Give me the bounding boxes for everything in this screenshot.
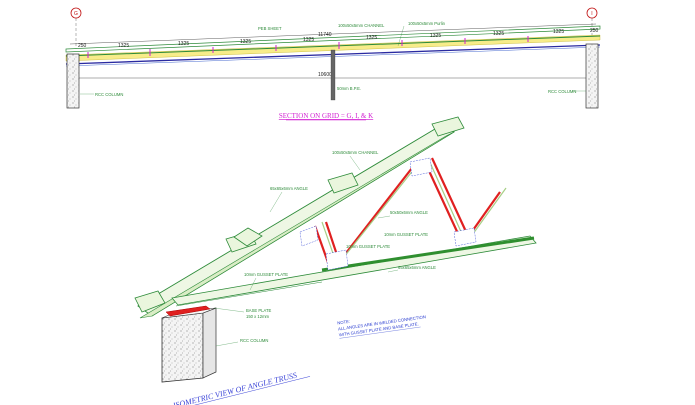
panel-ticks: [87, 36, 529, 58]
right-column: [585, 43, 599, 109]
label-purlin: 100x50x5mm Purlin: [408, 21, 446, 26]
iso-bottom-chord-green: [321, 236, 535, 272]
iso-base-plate: [165, 305, 211, 317]
label-iso-angle-bottom: 65x65x6mm ANGLE: [398, 265, 436, 270]
label-iso-gusset-3: 10mm GUSSET PLATE: [244, 272, 288, 277]
isometric-view: 100x50x5mm CHANNEL 65x65x6mm ANGLE 50x50…: [134, 116, 537, 405]
dim-panel-5: 1325: [366, 35, 377, 41]
grid-label-right: I: [591, 11, 592, 17]
label-top-channel: 100x50x5mm CHANNEL: [338, 23, 385, 28]
label-iso-base-plate-2: 150 x 12mm: [246, 314, 270, 319]
label-right-column: RCC COLUMN: [548, 89, 576, 94]
section-view: G I 250 1325 1325 1325 1325: [65, 7, 601, 121]
dim-span-total: 11740: [318, 32, 332, 38]
iso-column-face: [161, 312, 204, 383]
grid-marker-left: G: [70, 7, 82, 50]
iso-top-chord: [137, 125, 455, 317]
iso-note: NOTE: ALL ANGLES ARE IN WELDED CONNECTIO…: [337, 314, 426, 339]
dim-panel-3: 1325: [240, 39, 251, 45]
iso-gusset-plates: [299, 157, 477, 271]
label-left-column: RCC COLUMN: [95, 92, 123, 97]
label-iso-angle-top: 65x65x6mm ANGLE: [270, 186, 308, 191]
label-iso-gusset-2: 10mm GUSSET PLATE: [346, 244, 390, 249]
left-column: [66, 53, 80, 109]
label-peb-sheet: PEB SHEET: [258, 26, 282, 31]
label-iso-channel: 100x50x5mm CHANNEL: [332, 150, 379, 155]
dim-panel-6: 1325: [430, 33, 441, 39]
iso-column-side: [202, 307, 217, 379]
note-line-1: NOTE:: [337, 319, 350, 326]
iso-purlins: [134, 116, 465, 313]
label-iso-angle-mid: 50x50x6mm ANGLE: [390, 210, 428, 215]
dim-panel-4: 1325: [303, 37, 314, 43]
dim-panel-2: 1325: [178, 41, 189, 47]
dim-bottom-span: 10600: [318, 72, 332, 78]
dim-panel-8: 1325: [553, 29, 564, 35]
label-center-post: 50mm B.P.E.: [337, 86, 361, 91]
grid-label-left: G: [74, 11, 78, 17]
label-iso-gusset-1: 10mm GUSSET PLATE: [384, 232, 428, 237]
roof-sheet: [65, 25, 601, 53]
center-post: [330, 49, 336, 101]
dim-panel-1: 1325: [118, 43, 129, 49]
label-iso-rcc-column: RCC COLUMN: [240, 338, 268, 343]
label-iso-base-plate-1: BASE PLATE: [246, 308, 271, 313]
rafter-top-chord: [65, 35, 601, 57]
iso-top-chord-flange: [139, 131, 455, 319]
dim-right-end: 250: [590, 28, 599, 34]
dim-left-end: 250: [78, 43, 87, 49]
dim-panel-7: 1325: [493, 31, 504, 37]
section-title: SECTION ON GRID = G, I, & K: [279, 112, 373, 120]
